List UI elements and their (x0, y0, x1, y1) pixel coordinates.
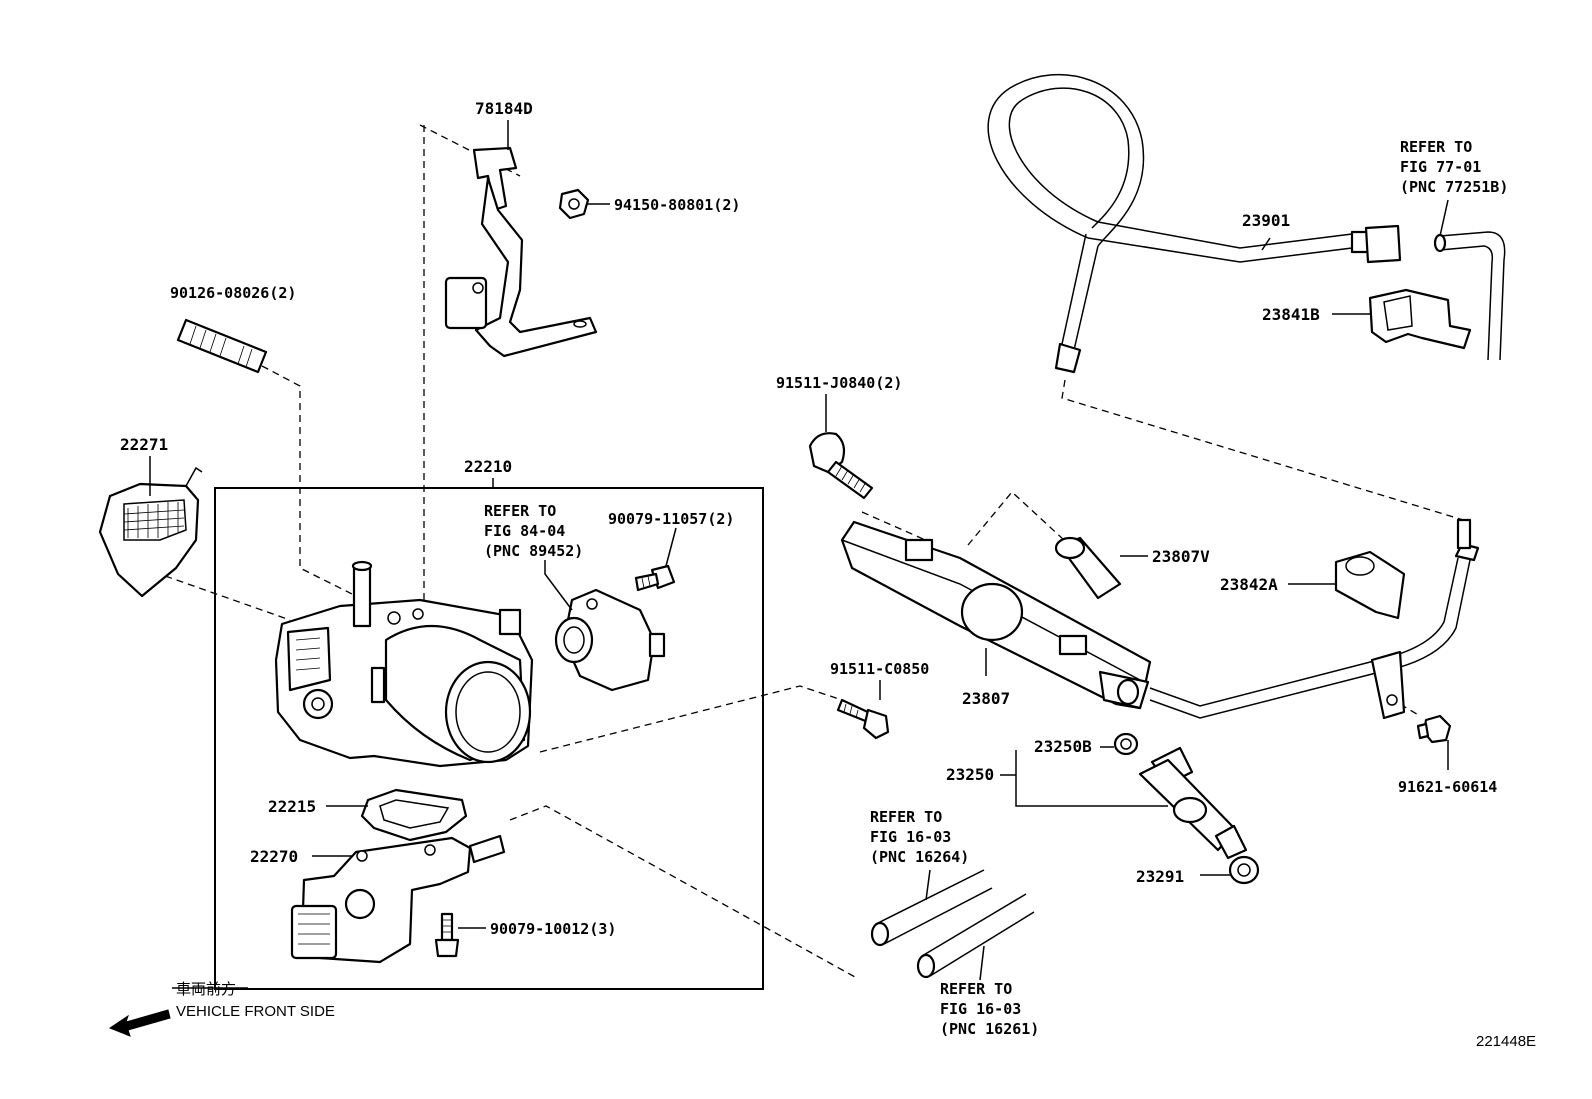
dashed-leaders (119, 124, 1471, 978)
seal-23291 (1228, 855, 1260, 885)
screw-90079-11057 (634, 564, 676, 592)
label-22210: 22210 (464, 457, 512, 476)
throttle-body-22210 (274, 560, 534, 768)
fuel-pipe (1149, 518, 1480, 720)
svg-text:REFER TO: REFER TO (870, 808, 942, 826)
front-label-en: VEHICLE FRONT SIDE (176, 1003, 335, 1020)
label-23901: 23901 (1242, 211, 1290, 230)
label-91621: 91621-60614 (1398, 778, 1497, 796)
svg-text:(PNC 89452): (PNC 89452) (484, 542, 583, 560)
label-23250: 23250 (946, 765, 994, 784)
solid-leaders (149, 120, 1449, 989)
label-23841B: 23841B (1262, 305, 1320, 324)
nut-94150 (558, 188, 590, 220)
clamp-23842A (1334, 550, 1406, 620)
label-90079-10012: 90079-10012(3) (490, 920, 616, 938)
svg-text:REFER TO: REFER TO (1400, 138, 1472, 156)
vehicle-front-indicator: 車両前方 VEHICLE FRONT SIDE (108, 981, 335, 1037)
label-78184D: 78184D (475, 99, 533, 118)
hose-23901 (987, 73, 1402, 374)
label-22271: 22271 (120, 435, 168, 454)
label-23807V: 23807V (1152, 547, 1210, 566)
svg-text:(PNC 16264): (PNC 16264) (870, 848, 969, 866)
assembly-frame-22210 (214, 487, 764, 990)
injector-23250 (1138, 746, 1248, 860)
svg-text:FIG 84-04: FIG 84-04 (484, 522, 565, 540)
label-90126: 90126-08026(2) (170, 284, 296, 302)
label-23250B: 23250B (1034, 737, 1092, 756)
oring-23250B (1113, 732, 1139, 756)
throttle-sensor-ref (554, 588, 666, 692)
front-label-jp: 車両前方 (176, 981, 236, 998)
gasket-22215 (360, 788, 468, 842)
bolt-91621 (1416, 714, 1452, 744)
front-arrow-icon (108, 1009, 171, 1037)
label-23291: 23291 (1136, 867, 1184, 886)
svg-text:REFER TO: REFER TO (484, 502, 556, 520)
idle-valve-22270 (290, 834, 506, 964)
label-22270: 22270 (250, 847, 298, 866)
bracket-78184D (444, 146, 598, 358)
svg-text:FIG 16-03: FIG 16-03 (870, 828, 951, 846)
gasket-22271 (98, 466, 203, 598)
ref-fig16b: REFER TO FIG 16-03 (PNC 16261) (940, 980, 1039, 1038)
stud-90126 (176, 318, 268, 374)
diagram-id: 221448E (1476, 1033, 1536, 1050)
svg-text:(PNC 16261): (PNC 16261) (940, 1020, 1039, 1038)
label-91511-J0840: 91511-J0840(2) (776, 374, 902, 392)
bolt-91511-C0850 (836, 698, 890, 740)
clamp-23841B (1368, 288, 1472, 350)
vent-23807V (1054, 536, 1122, 600)
svg-text:REFER TO: REFER TO (940, 980, 1012, 998)
label-22215: 22215 (268, 797, 316, 816)
ref-fig77: REFER TO FIG 77-01 (PNC 77251B) (1400, 138, 1508, 196)
label-23842A: 23842A (1220, 575, 1278, 594)
delivery-pipe-23807 (840, 520, 1152, 710)
screw-90079-10012 (434, 912, 460, 958)
label-90079-11057: 90079-11057(2) (608, 510, 734, 528)
pipe-ref-77-01 (1433, 231, 1506, 361)
svg-text:FIG 77-01: FIG 77-01 (1400, 158, 1481, 176)
hoses-ref-16-03 (870, 869, 1035, 979)
label-91511-C0850: 91511-C0850 (830, 660, 929, 678)
svg-text:FIG 16-03: FIG 16-03 (940, 1000, 1021, 1018)
label-94150: 94150-80801(2) (614, 196, 740, 214)
label-23807: 23807 (962, 689, 1010, 708)
ref-fig16a: REFER TO FIG 16-03 (PNC 16264) (870, 808, 969, 866)
ref-fig84: REFER TO FIG 84-04 (PNC 89452) (484, 502, 583, 560)
svg-text:(PNC 77251B): (PNC 77251B) (1400, 178, 1508, 196)
bolt-91511-J0840 (808, 432, 874, 500)
